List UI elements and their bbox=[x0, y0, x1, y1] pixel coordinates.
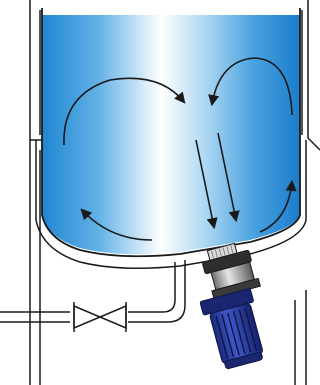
valve-icon bbox=[73, 302, 127, 332]
flow-arrows bbox=[63, 57, 297, 241]
flow-arrow bbox=[80, 208, 153, 241]
tank-vessel bbox=[41, 8, 301, 258]
flow-arrow bbox=[208, 57, 293, 116]
flow-arrow bbox=[195, 139, 218, 230]
tank-liquid bbox=[42, 15, 300, 255]
flow-arrow bbox=[63, 77, 186, 146]
flow-arrow bbox=[217, 132, 240, 223]
tank-bottom-shell bbox=[35, 140, 307, 269]
outlet-pipe bbox=[0, 260, 186, 323]
flow-arrow bbox=[259, 179, 297, 233]
mixer-head bbox=[202, 242, 261, 300]
motor-icon bbox=[199, 288, 263, 370]
tank-outer-wall bbox=[29, 0, 320, 385]
